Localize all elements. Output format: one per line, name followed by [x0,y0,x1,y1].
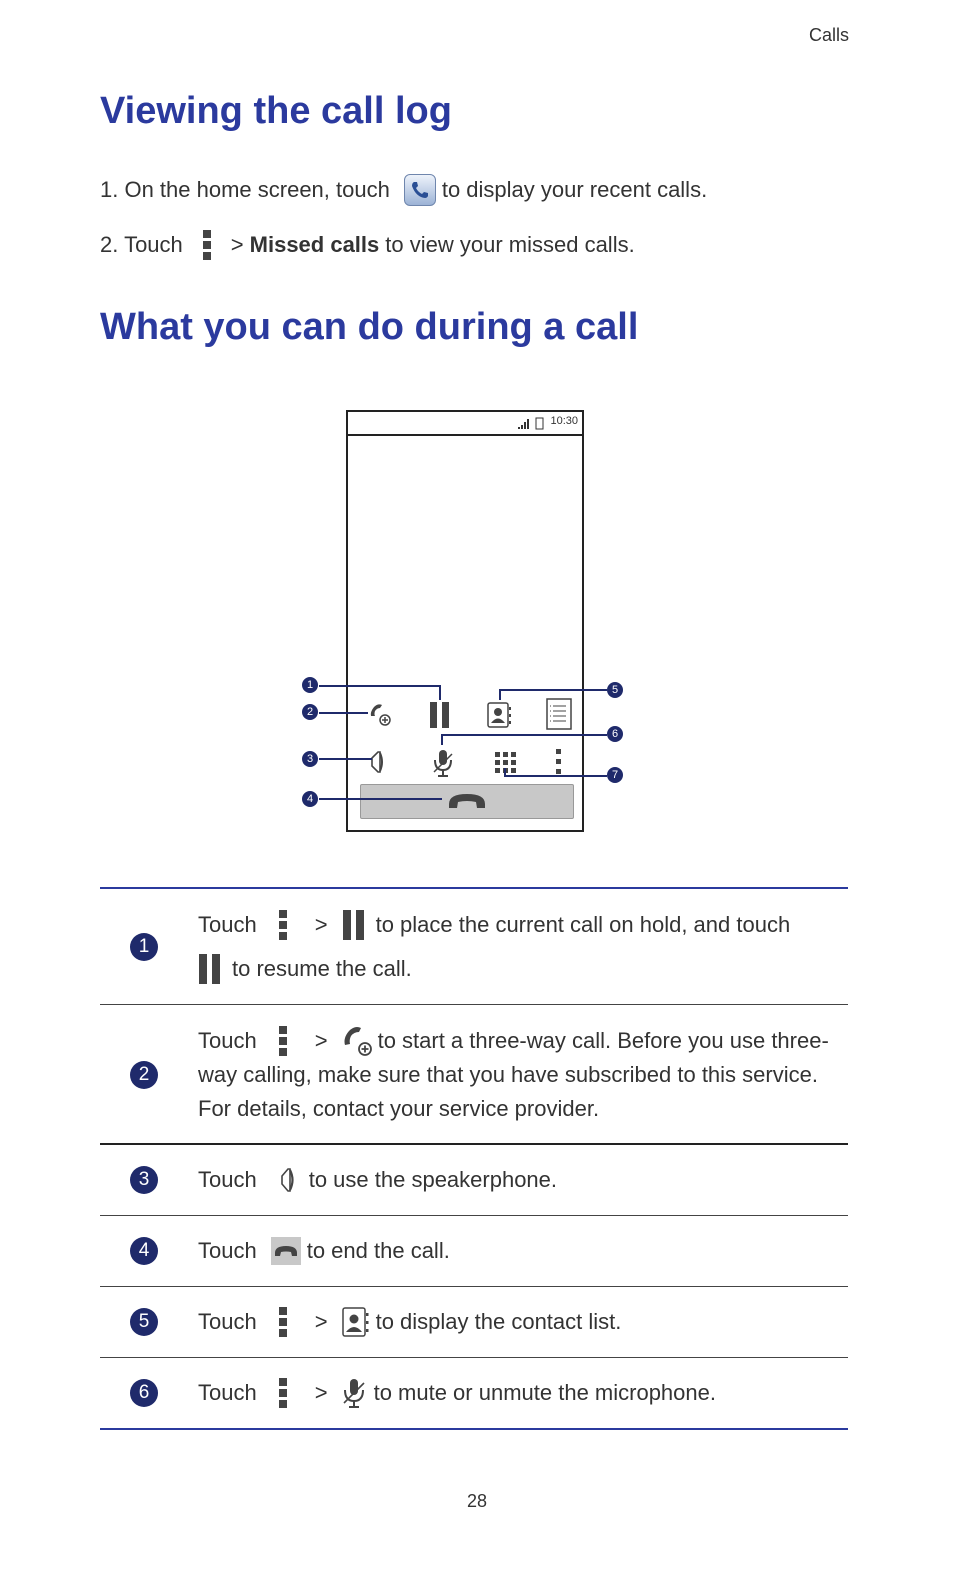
row-divider [100,1143,848,1145]
menu-icon [278,1378,287,1408]
dialpad-icon [495,752,516,773]
callout-4: 4 [302,791,318,807]
touch-label: Touch [198,1380,257,1405]
row-text: to start a three-way call. Before you us… [377,1028,829,1053]
missed-calls-label: Missed calls [249,232,380,257]
end-call-icon [270,1237,301,1265]
contacts-icon [487,702,511,728]
callout-1: 1 [302,677,318,693]
row-description: Touch to end the call. [198,1234,848,1268]
add-call-icon [344,1027,372,1056]
step-2: 2. Touch > Missed calls to view your mis… [100,230,635,260]
row-divider [100,1004,848,1005]
row-number-badge: 6 [130,1379,158,1407]
step-1-suffix: to display your recent calls. [441,177,708,202]
table-row: 4 Touch to end the call. [100,1216,848,1286]
row-number-badge: 3 [130,1166,158,1194]
more-menu-icon [556,749,561,774]
row-text: to resume the call. [232,956,412,981]
end-call-bar [360,784,574,819]
callout-2: 2 [302,704,318,720]
status-bar: 10:30 [348,412,582,436]
add-call-icon [370,704,391,726]
step-2-gt: > [230,232,244,257]
touch-label: Touch [198,912,257,937]
gt-symbol: > [314,912,328,937]
row-text: to display the contact list. [375,1309,622,1334]
table-row: 6 Touch > to mute or unmute the micropho… [100,1358,848,1428]
in-call-screen-figure: 10:30 [346,410,584,832]
table-row: 1 Touch > to place the current call on h… [100,889,848,1004]
row-divider [100,1357,848,1358]
running-header: Calls [808,25,849,45]
mute-icon [343,1379,365,1408]
row-description: Touch > to place the current call on hol… [198,908,848,986]
row-text: to place the current call on hold, and t… [375,912,791,937]
row-number-badge: 4 [130,1237,158,1265]
step-2-suffix: to view your missed calls. [385,232,635,257]
callout-7: 7 [607,767,623,783]
touch-label: Touch [198,1028,257,1053]
status-time: 10:30 [550,415,578,427]
mute-icon [433,750,453,777]
row-description: Touch > to mute or unmute the microphone… [198,1376,848,1410]
table-row: 3 Touch to use the speakerphone. [100,1145,848,1215]
touch-label: Touch [198,1167,257,1192]
page-number: 28 [466,1491,488,1511]
table-bottom-rule [100,1428,848,1430]
heading-during-call: What you can do during a call [100,306,639,348]
row-number-badge: 2 [130,1061,158,1089]
row-description: Touch to use the speakerphone. [198,1163,848,1197]
row-description: Touch > to display the contact list. [198,1305,848,1339]
row-text: to end the call. [306,1238,450,1263]
callout-3: 3 [302,751,318,767]
row-number-badge: 1 [130,933,158,961]
gt-symbol: > [314,1028,328,1053]
speaker-icon [280,1168,294,1192]
touch-label: Touch [198,1238,257,1263]
step-1: 1. On the home screen, touch to display … [100,174,707,206]
table-row: 5 Touch > to display the contact list. [100,1287,848,1357]
row-number-badge: 5 [130,1308,158,1336]
menu-icon [278,910,287,940]
callout-6: 6 [607,726,623,742]
touch-label: Touch [198,1309,257,1334]
hold-icon [342,910,364,940]
row-text: to use the speakerphone. [308,1167,558,1192]
contacts-icon [341,1307,369,1337]
menu-icon [202,230,211,260]
menu-icon [278,1307,287,1337]
row-text: For details, contact your service provid… [198,1096,600,1121]
hold-icon [199,954,220,984]
gt-symbol: > [314,1380,328,1405]
notes-icon [546,698,572,730]
heading-call-log: Viewing the call log [100,90,452,132]
row-divider [100,1215,848,1216]
step-1-prefix: 1. On the home screen, touch [100,177,390,202]
row-divider [100,1286,848,1287]
table-top-rule [100,887,848,889]
row-text: to mute or unmute the microphone. [373,1380,716,1405]
speaker-icon [371,751,383,773]
row-description: Touch > to start a three-way call. Befor… [198,1024,848,1126]
phone-app-icon [403,174,436,206]
row-text: way calling, make sure that you have sub… [198,1062,818,1087]
menu-icon [278,1026,287,1056]
table-row: 2 Touch > to start a three-way call. Bef… [100,1005,848,1143]
gt-symbol: > [314,1309,328,1334]
hold-icon [430,702,449,728]
signal-battery-icon [518,417,544,430]
end-call-icon [449,794,485,808]
step-2-prefix: 2. Touch [100,232,183,257]
call-actions-table: 1 Touch > to place the current call on h… [100,887,848,1430]
callout-5: 5 [607,682,623,698]
